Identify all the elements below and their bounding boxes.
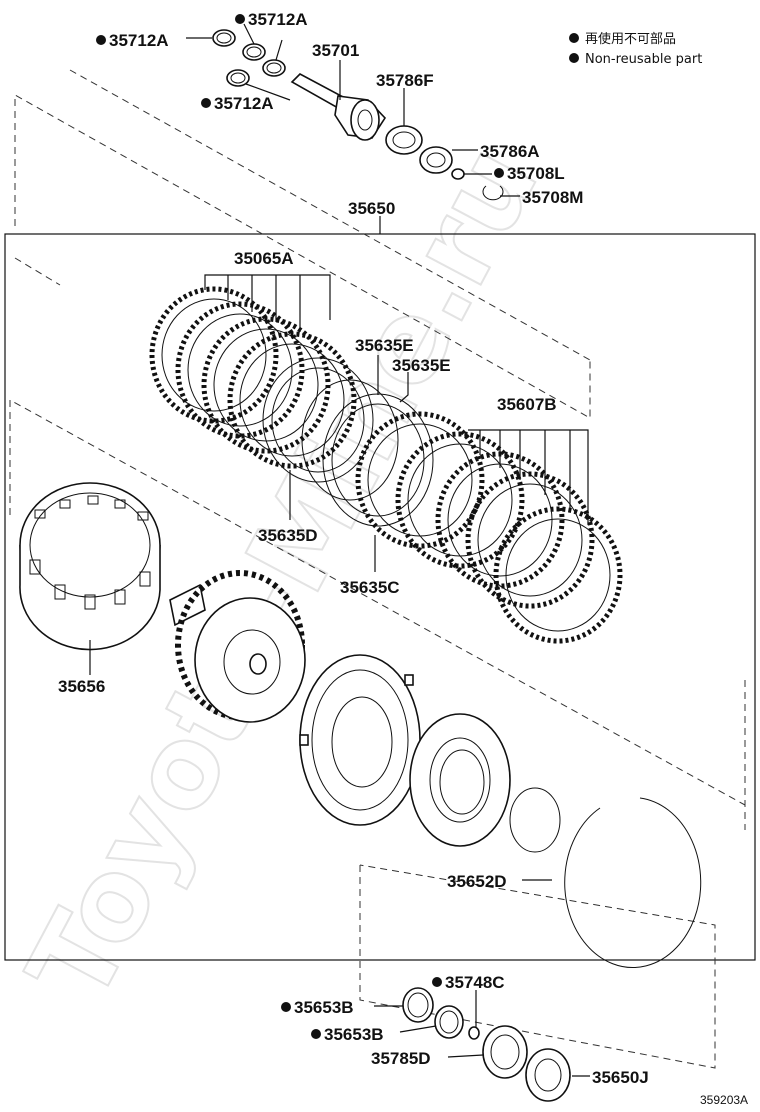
label-35708m: 35708M [522, 188, 583, 207]
snap-ring-35708m [482, 185, 504, 201]
label-35712a-top: 35712A [248, 10, 308, 29]
thrust-race-35786a [419, 146, 453, 174]
o-ring-35748c [468, 1026, 480, 1040]
non-reusable-dot-icon [494, 168, 504, 178]
snap-ring-35652d [564, 797, 702, 968]
non-reusable-dot-icon [432, 977, 442, 987]
label-35708l: 35708L [507, 164, 565, 183]
label-35650j: 35650J [592, 1068, 649, 1087]
non-reusable-dot-icon [569, 53, 579, 63]
clutch-piston [299, 654, 421, 826]
clutch-drum-35656 [19, 482, 161, 651]
thrust-bearing-35786f [385, 125, 423, 155]
thrust-race-35650j [525, 1048, 571, 1102]
seal-rings-35712a [212, 29, 286, 87]
label-35653b-upper: 35653B [294, 998, 354, 1017]
label-35712a-left: 35712A [109, 31, 169, 50]
label-35748c: 35748C [445, 973, 505, 992]
part-labels: 35712A 35712A 35701 35712A 35786F 35786A… [58, 10, 649, 1087]
seal-ring-35653b-upper [402, 987, 434, 1023]
label-35786f: 35786F [376, 71, 434, 90]
legend-non-reusable-ja: 再使用不可部品 [585, 31, 676, 47]
label-35652d: 35652D [447, 872, 507, 891]
spring-retainer [409, 713, 511, 847]
input-shaft-35701 [290, 73, 387, 141]
label-35650: 35650 [348, 199, 395, 218]
label-35656: 35656 [58, 677, 105, 696]
label-35635e-upper: 35635E [355, 336, 414, 355]
non-reusable-dot-icon [281, 1002, 291, 1012]
label-35635d: 35635D [258, 526, 318, 545]
label-35635e-lower: 35635E [392, 356, 451, 375]
non-reusable-dot-icon [201, 98, 211, 108]
non-reusable-dot-icon [96, 35, 106, 45]
non-reusable-dot-icon [311, 1029, 321, 1039]
dashed-guides [9, 69, 746, 1069]
label-35635c: 35635C [340, 578, 400, 597]
seal-ring-35653b-lower [434, 1005, 464, 1039]
clutch-hub-assembly [169, 570, 306, 723]
label-35712a-lower: 35712A [214, 94, 274, 113]
non-reusable-dot-icon [235, 14, 245, 24]
label-35065a: 35065A [234, 249, 294, 268]
label-35785d: 35785D [371, 1049, 431, 1068]
legend-non-reusable-en: Non-reusable part [585, 52, 702, 67]
snap-ring-small [509, 787, 561, 853]
thrust-bearing-35785d [482, 1025, 528, 1079]
label-35786a: 35786A [480, 142, 540, 161]
figure-id: 359203A [700, 1093, 748, 1107]
label-35701: 35701 [312, 41, 359, 60]
o-ring-35708l [451, 168, 465, 180]
label-35607b: 35607B [497, 395, 557, 414]
leader-lines [89, 23, 590, 1077]
legend: 再使用不可部品 Non-reusable part [569, 31, 702, 67]
label-35653b-lower: 35653B [324, 1025, 384, 1044]
non-reusable-dot-icon [569, 33, 579, 43]
